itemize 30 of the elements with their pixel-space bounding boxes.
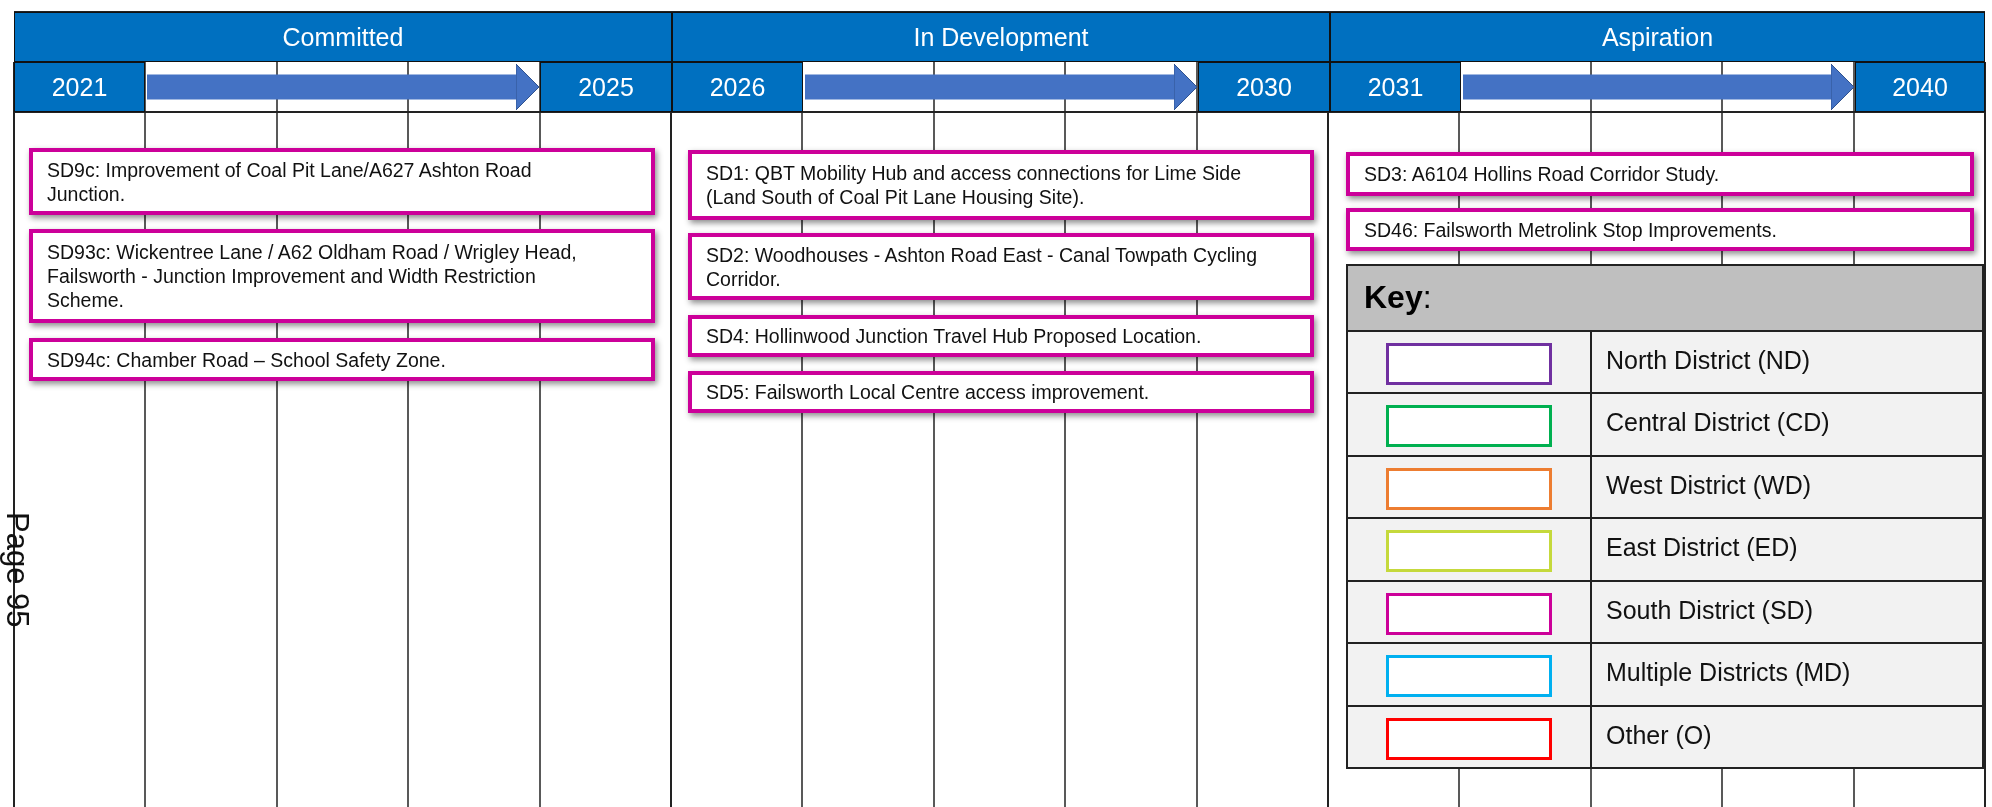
year-cell: 2021	[14, 62, 145, 112]
legend-label: East District (ED)	[1606, 533, 1798, 563]
legend-label: West District (WD)	[1606, 470, 1812, 500]
arrow	[805, 63, 1198, 111]
project-box: SD5: Failsworth Local Centre access improvement.	[688, 371, 1314, 413]
phase-header: Aspiration	[1330, 12, 1985, 62]
project-box: SD46: Failsworth Metrolink Stop Improvements.	[1346, 208, 1974, 251]
legend-title: Key:	[1364, 279, 1432, 316]
project-box: SD9c: Improvement of Coal Pit Lane/A627 Ashton Road Junction.	[29, 148, 655, 215]
project-box: SD93c: Wickentree Lane / A62 Oldham Road / Wrigley Head, Failsworth - Junction Improvement and Width Restriction Scheme.	[29, 229, 655, 323]
project-box: SD4: Hollinwood Junction Travel Hub Proposed Location.	[688, 315, 1314, 357]
phase-header: In Development	[672, 12, 1330, 62]
legend-label: North District (ND)	[1606, 346, 1811, 375]
year-cell: 2031	[1330, 62, 1461, 112]
legend-label: Other (O)	[1606, 720, 1712, 750]
year-cell: 2026	[672, 62, 803, 112]
page-number: Page 95	[0, 512, 34, 628]
project-box: SD1: QBT Mobility Hub and access connections for Lime Side (Land South of Coal Pit Lane Housing Site).	[688, 150, 1314, 220]
project-box: SD2: Woodhouses - Ashton Road East - Canal Towpath Cycling Corridor.	[688, 233, 1314, 300]
legend-label: South District (SD)	[1606, 595, 1813, 625]
arrow	[1463, 63, 1855, 111]
arrow	[147, 63, 540, 111]
phase-header: Committed	[14, 12, 672, 62]
legend-label: Multiple Districts (MD)	[1606, 658, 1851, 688]
year-cell: 2040	[1855, 62, 1985, 112]
year-cell: 2030	[1198, 62, 1330, 112]
project-box: SD3: A6104 Hollins Road Corridor Study.	[1346, 152, 1974, 196]
project-box: SD94c: Chamber Road – School Safety Zone.	[29, 338, 655, 381]
year-cell: 2025	[540, 62, 672, 112]
legend-label: Central District (CD)	[1606, 408, 1830, 438]
